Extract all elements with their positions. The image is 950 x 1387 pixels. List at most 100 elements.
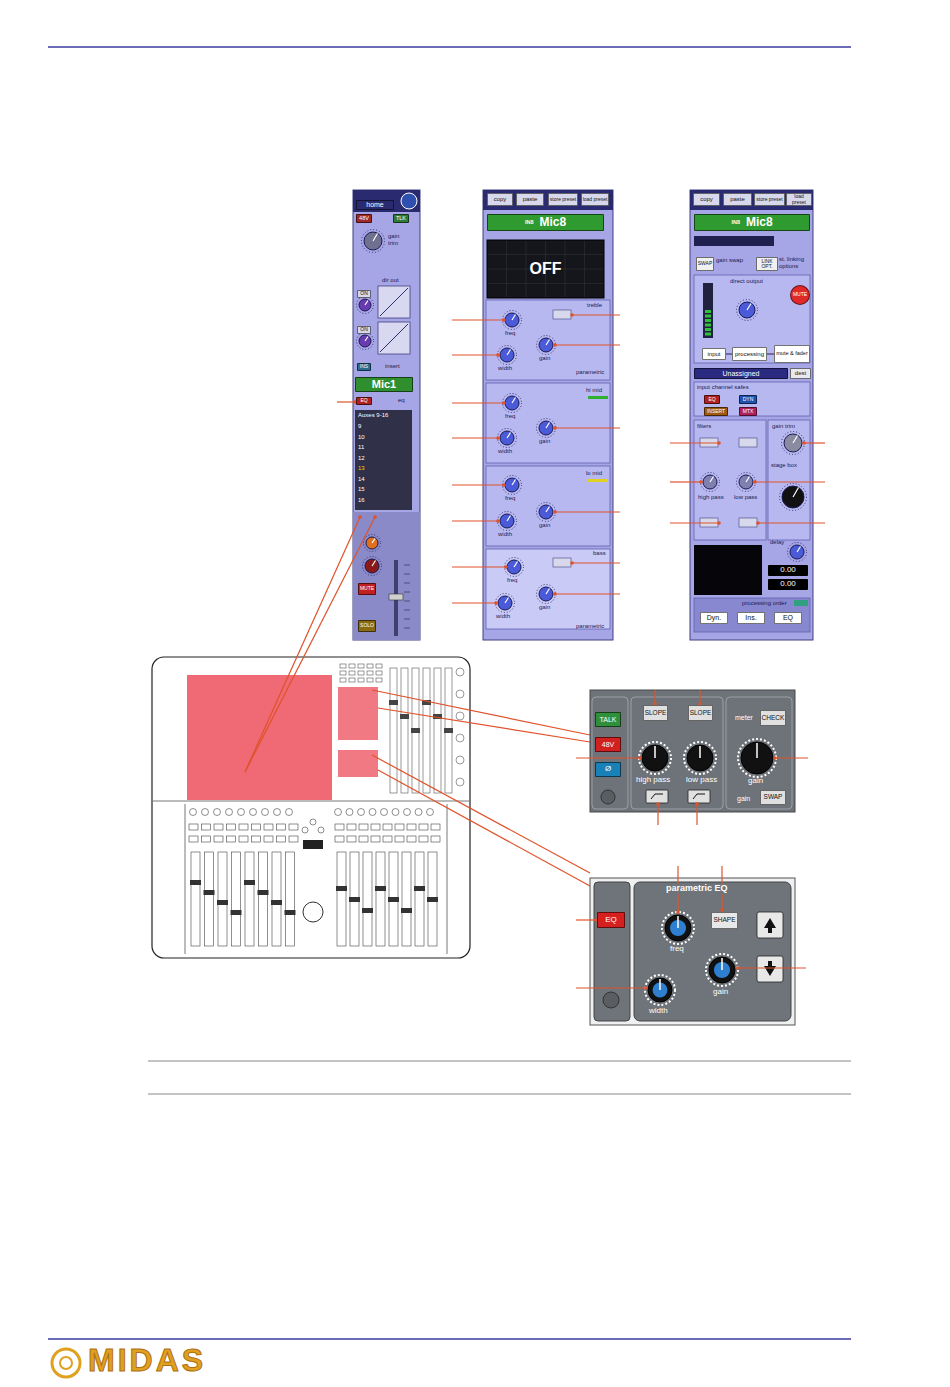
table-rule: [148, 1094, 851, 1095]
callout-dot: [756, 521, 760, 525]
button-text: store preset: [550, 197, 576, 202]
callout-dot: [553, 426, 557, 430]
callout-leader: [555, 593, 620, 594]
text-label: treble: [587, 302, 602, 309]
knob-scale: [357, 333, 374, 350]
control-button: 48V: [356, 214, 372, 223]
callout-dot: [496, 519, 500, 523]
rotary-knob: [505, 396, 519, 410]
console-fader-cap: [190, 880, 201, 885]
button-text: input: [707, 351, 720, 357]
control-button: Ins.: [737, 612, 765, 624]
console-fader-cap: [411, 728, 420, 733]
callout-dot: [699, 480, 703, 484]
console-fader: [286, 852, 295, 946]
console-key: [358, 664, 364, 668]
rotary-knob: [507, 560, 521, 574]
callout-dot: [717, 441, 721, 445]
console-key: [214, 836, 223, 842]
grid-line: [488, 254, 603, 255]
text-label: freq: [505, 495, 515, 502]
callout-dot: [502, 483, 506, 487]
callout-leader: [245, 517, 360, 772]
button-text: copy: [700, 196, 713, 202]
panel-section: [594, 882, 630, 1021]
console-knob: [456, 734, 464, 742]
button-text: SOLO: [360, 623, 374, 628]
text-label: low pass: [686, 776, 717, 785]
control-button: 0.00: [768, 579, 808, 590]
text-label: delay: [770, 539, 784, 546]
callout-leader: [576, 987, 646, 988]
graph-line: [380, 324, 408, 352]
callout-dot: [358, 515, 362, 519]
control-button: Ø: [595, 762, 621, 777]
text-label: parametric: [576, 369, 604, 376]
console-knob: [392, 809, 399, 816]
console-fader-cap: [204, 890, 215, 895]
button-text: 0.00: [780, 566, 796, 574]
console-knob: [190, 809, 197, 816]
callout-leader: [696, 804, 697, 825]
rotary-knob: [739, 302, 755, 318]
console-knob: [262, 809, 269, 816]
rotary-knob: [703, 475, 717, 489]
knob-scale: [706, 954, 738, 986]
rotary-knob: [665, 915, 691, 941]
callout-leader: [670, 522, 719, 523]
callout-leader: [555, 427, 620, 428]
callout-leader: [699, 690, 700, 704]
knob-scale: [639, 742, 671, 774]
text-label: stage box: [771, 462, 797, 469]
text-label: gain: [748, 777, 763, 786]
knob-pointer: [507, 516, 511, 522]
console-key: [431, 836, 440, 842]
text-label: gain trim: [772, 423, 795, 430]
knob-pointer: [546, 340, 550, 346]
meter-segment: [705, 324, 711, 327]
knob-scale: [537, 419, 556, 438]
console-knob: [415, 809, 422, 816]
console-fader-cap: [444, 728, 453, 733]
grid-line: [488, 283, 603, 284]
console-key: [367, 678, 373, 682]
rotary-knob: [539, 587, 553, 601]
text-label: filters: [697, 423, 711, 430]
knob-pointer: [546, 423, 550, 429]
console-fader-cap: [258, 890, 269, 895]
button-text: Mic8: [746, 216, 773, 229]
text-label: parametric EQ: [664, 884, 730, 894]
brand-logo: MIDAS: [88, 1343, 206, 1378]
button-text: Ins.: [745, 614, 756, 621]
text-label: high pass: [698, 494, 724, 501]
console-knob: [456, 712, 464, 720]
button-text: 0.00: [780, 580, 796, 588]
filter-button: [739, 438, 757, 447]
rotary-knob: [782, 486, 804, 508]
console-logo-plate: [303, 840, 323, 849]
rotary-knob: [539, 338, 553, 352]
console-key: [376, 671, 382, 675]
callout-leader: [452, 402, 504, 403]
callout-leader: [555, 344, 620, 345]
aux-list: [355, 410, 412, 510]
console-key: [264, 824, 273, 830]
console-key: [371, 824, 380, 830]
control-button: paste: [516, 193, 544, 206]
callout-dot: [496, 436, 500, 440]
console-key: [277, 836, 286, 842]
callout-dot: [695, 802, 699, 806]
console-key: [227, 836, 236, 842]
console-knob: [456, 778, 464, 786]
knob-pointer: [512, 398, 516, 404]
button-text: SHAPE: [713, 917, 735, 924]
console-key: [202, 836, 211, 842]
eq-band: [486, 549, 610, 629]
console-key: [239, 836, 248, 842]
console-fader-cap: [231, 910, 242, 915]
button-text: MUTE: [360, 586, 374, 591]
text-label: gain: [539, 522, 550, 529]
console-key: [335, 836, 344, 842]
text-label: width: [496, 613, 510, 620]
console-key: [340, 678, 346, 682]
